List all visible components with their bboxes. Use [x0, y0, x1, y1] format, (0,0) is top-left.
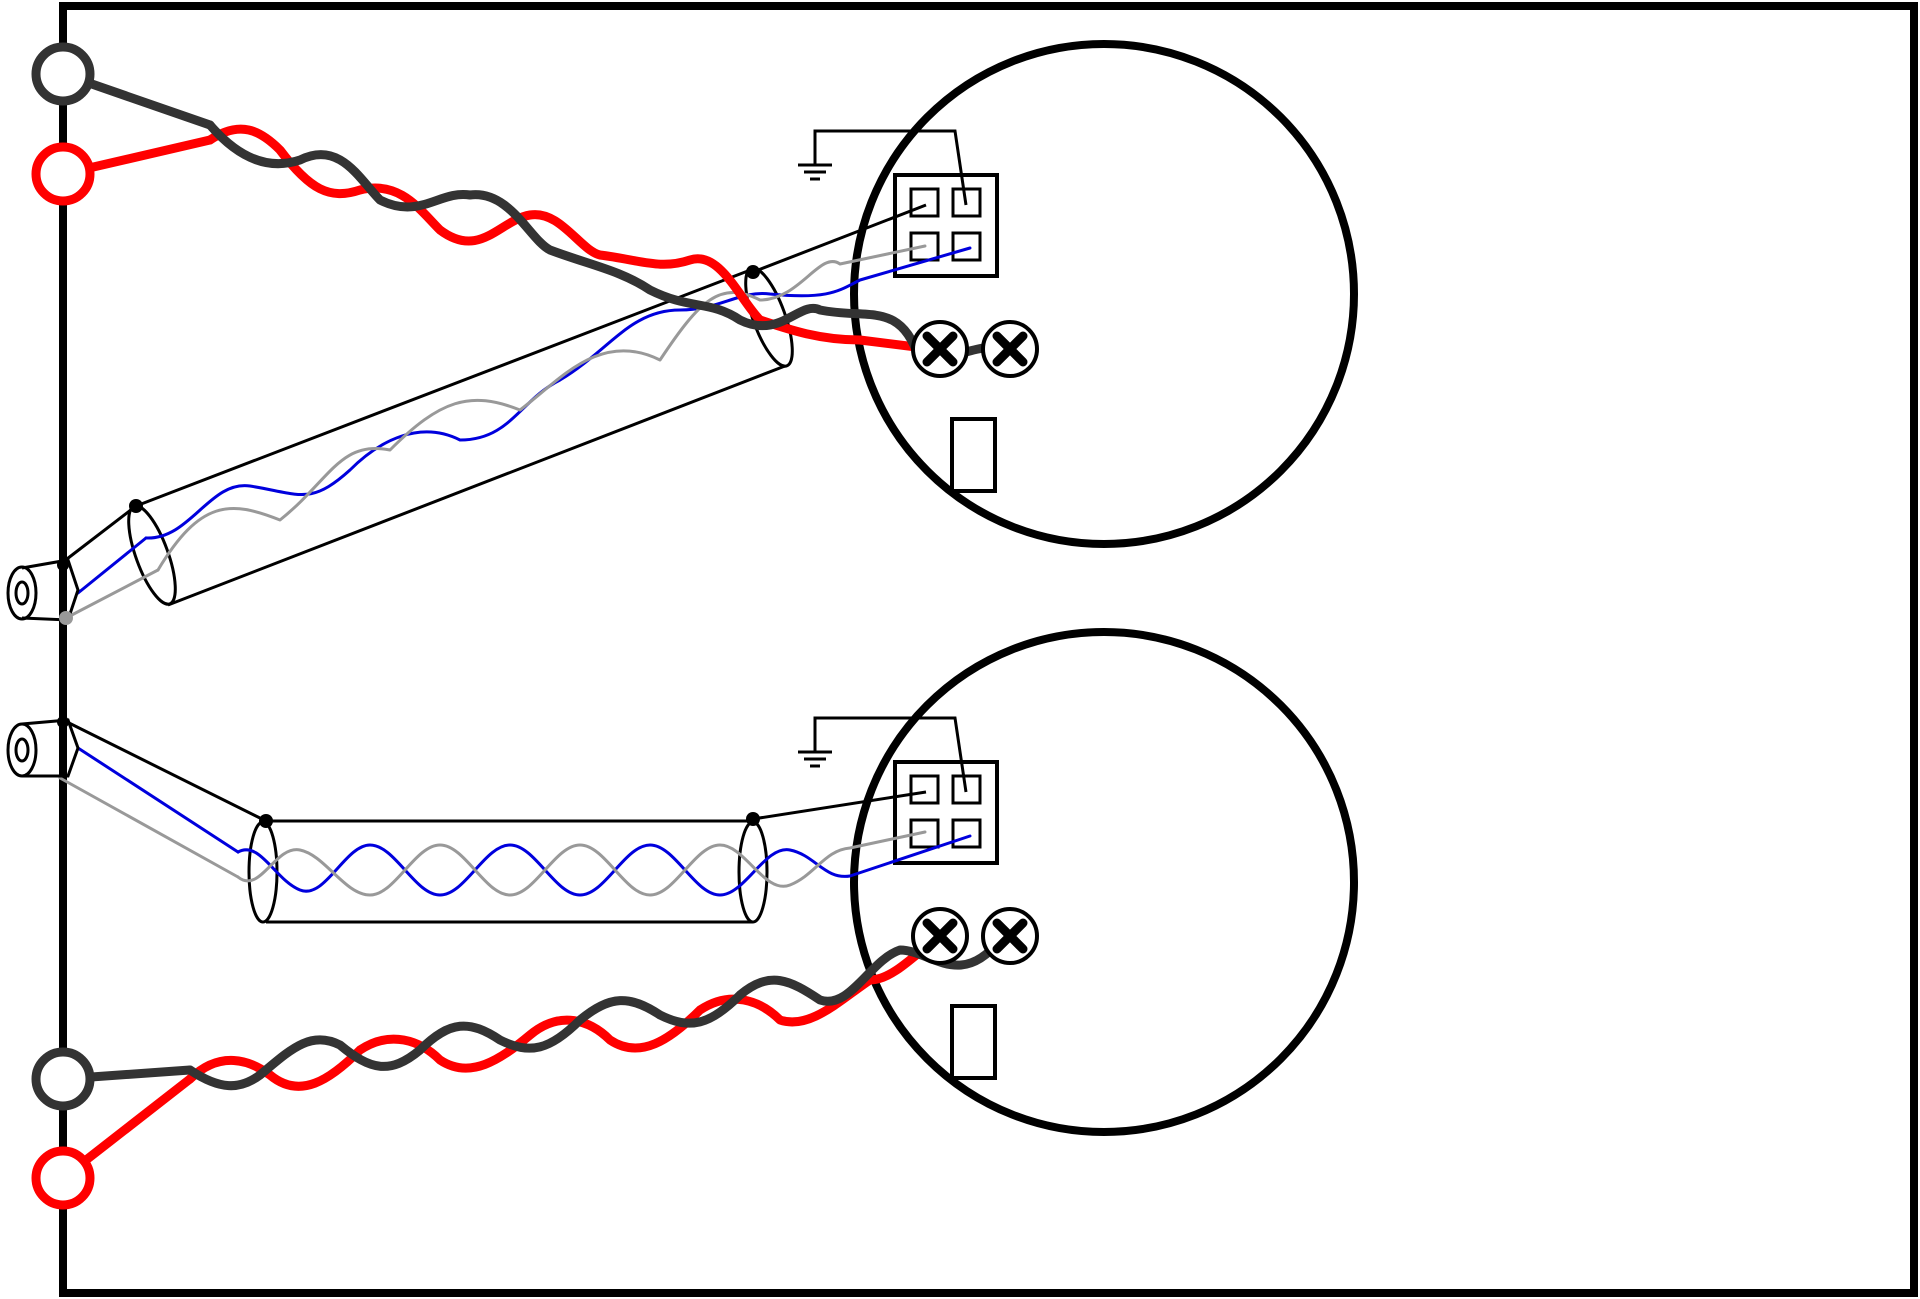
lower-red-binding-post [31, 1146, 95, 1210]
upper-driver-screw-terminals [911, 320, 1039, 378]
lower-shielded-cable [62, 718, 927, 924]
lower-driver-label-box [950, 1004, 997, 1080]
upper-xlr-jack [6, 558, 80, 625]
lower-black-binding-post [31, 1047, 95, 1111]
lower-ground-symbol [798, 716, 968, 793]
upper-driver-circle [850, 40, 1358, 548]
upper-driver-label-box [950, 417, 997, 493]
upper-four-pin-connector [893, 173, 999, 278]
upper-shielded-cable [62, 203, 927, 607]
cabinet-outline [59, 2, 1918, 1297]
upper-red-binding-post [31, 142, 95, 206]
upper-black-binding-post [31, 42, 95, 106]
upper-ground-symbol [798, 129, 968, 206]
lower-driver-screw-terminals [911, 907, 1039, 965]
upper-speaker-pair [58, 69, 1015, 365]
lower-signal-wires [58, 746, 972, 897]
upper-signal-wires [64, 244, 972, 620]
lower-driver-circle [850, 628, 1358, 1136]
lower-xlr-jack [6, 716, 80, 778]
